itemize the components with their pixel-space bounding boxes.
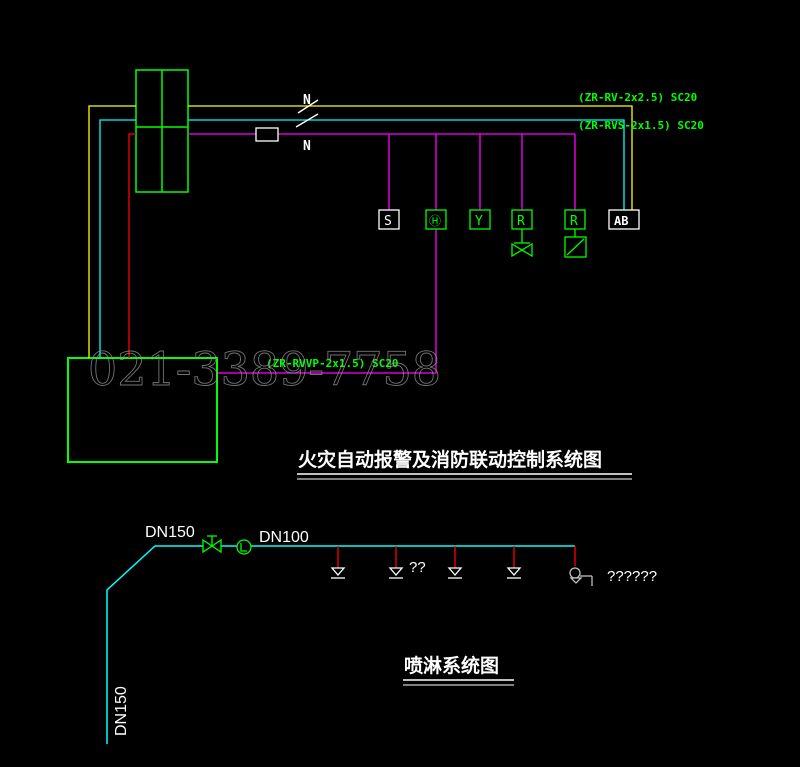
heat-detector-symbol: Ⓗ xyxy=(425,209,447,230)
control-panel xyxy=(135,69,189,193)
isolator-mark-top xyxy=(297,99,319,114)
sprinkler-heads xyxy=(330,546,593,586)
cable-label-3: (ZR-RVVP-2x1.5) SC20 xyxy=(266,357,398,370)
branch-pipe-label: DN100 xyxy=(259,529,309,546)
magenta-bus-wire xyxy=(188,133,576,374)
device-symbol-r1: R xyxy=(517,214,525,229)
sprinkler-title: 喷淋系统图 xyxy=(404,654,499,677)
yellow-wire xyxy=(88,105,633,345)
sprinkler-head-icon xyxy=(330,546,346,579)
relay-module-1-symbol: R xyxy=(511,209,533,230)
device-symbol-s: S xyxy=(384,214,392,229)
red-wire xyxy=(128,133,136,345)
end-test-device-icon xyxy=(569,546,593,586)
n-label-bottom: N xyxy=(303,139,311,154)
cabinet-wire-ends xyxy=(88,345,130,358)
flow-indicator-icon xyxy=(236,539,252,555)
end-device-label: ?????? xyxy=(607,568,657,585)
manual-call-point-symbol: Y xyxy=(469,209,491,230)
gate-valve-icon xyxy=(202,535,222,554)
sprinkler-head-icon xyxy=(447,546,463,579)
sprinkler-head-label: ?? xyxy=(409,559,426,576)
isolator-mark-bottom xyxy=(295,113,319,128)
fire-damper-icon xyxy=(564,229,587,258)
n-label-top: N xyxy=(303,93,311,108)
watermark-text: 021-3389-7758 xyxy=(88,342,441,396)
vertical-pipe-label: DN150 xyxy=(113,686,130,736)
device-symbol-r2: R xyxy=(570,214,578,229)
sprinkler-head-icon xyxy=(388,546,404,579)
sprinkler-head-icon xyxy=(506,546,522,579)
device-symbol-h: Ⓗ xyxy=(429,214,441,228)
cable-label-1: (ZR-RV-2x2.5) SC20 xyxy=(578,91,697,104)
fuse-symbol xyxy=(255,127,279,142)
device-symbol-ab: AB xyxy=(614,214,628,228)
sprinkler-main-pipe xyxy=(106,545,575,744)
alarm-bell-symbol: AB xyxy=(608,209,640,230)
fire-control-cabinet xyxy=(67,357,218,463)
device-symbol-y: Y xyxy=(475,214,483,229)
solenoid-valve-icon xyxy=(511,229,533,258)
fire-alarm-title: 火灾自动报警及消防联动控制系统图 xyxy=(298,448,602,471)
smoke-detector-symbol: S xyxy=(378,209,400,230)
relay-module-2-symbol: R xyxy=(564,209,586,230)
cyan-wire xyxy=(99,119,625,345)
main-pipe-label: DN150 xyxy=(145,524,195,541)
cable-label-2: (ZR-RVS-2x1.5) SC20 xyxy=(578,119,704,132)
